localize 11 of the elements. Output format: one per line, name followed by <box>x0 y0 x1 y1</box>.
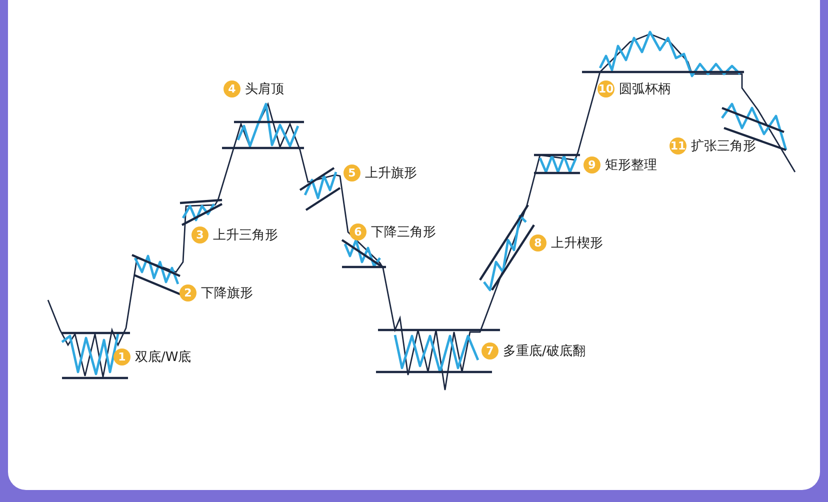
pattern-label: 下降旗形 <box>201 285 253 302</box>
pattern-label: 圆弧杯柄 <box>619 81 671 98</box>
pattern-label: 矩形整理 <box>605 157 657 174</box>
pattern-label: 上升旗形 <box>365 165 417 182</box>
pattern-label: 头肩顶 <box>245 81 284 98</box>
pattern-label: 上升三角形 <box>213 227 278 244</box>
pattern-label: 多重底/破底翻 <box>503 343 586 360</box>
pattern-label: 扩张三角形 <box>691 138 756 155</box>
pattern-label: 上升楔形 <box>551 235 603 252</box>
pattern-label: 双底/W底 <box>135 349 192 366</box>
pattern-label: 下降三角形 <box>371 224 436 241</box>
